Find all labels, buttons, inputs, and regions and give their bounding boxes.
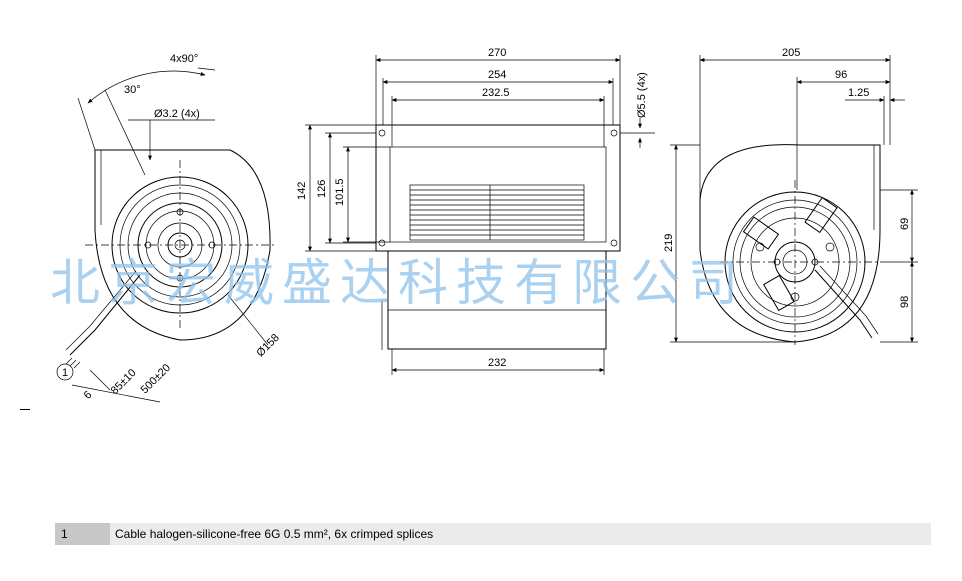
width-205-label: 205 (782, 47, 800, 59)
hole-diameter-label: Ø3.2 (4x) (154, 108, 200, 120)
width-96-label: 96 (835, 69, 847, 81)
width-270-label: 270 (488, 47, 506, 59)
height-219-label: 219 (663, 234, 675, 252)
width-254-label: 254 (488, 69, 506, 81)
angle-30-label: 30° (124, 84, 141, 96)
watermark-text: 北京宏威盛达科技有限公司 (50, 254, 746, 312)
height-142-label: 142 (296, 182, 308, 200)
height-69-label: 69 (899, 218, 911, 230)
diameter-158-label: Ø158 (254, 332, 282, 360)
cable-length-85-label: 85±10 (109, 367, 139, 397)
legend-number: 1 (55, 523, 110, 545)
height-101-5-label: 101.5 (334, 178, 346, 206)
callout-1: 1 (62, 367, 68, 379)
height-98-label: 98 (899, 296, 911, 308)
slot-diameter-label: Ø5.5 (4x) (636, 72, 648, 118)
legend-text: Cable halogen-silicone-free 6G 0.5 mm², … (115, 527, 434, 541)
left-side-view: 4x90° 30° Ø3.2 (4x) Ø158 1 6 85±10 500±2… (56, 53, 282, 403)
width-232-5-label: 232.5 (482, 87, 510, 99)
cable-length-500-label: 500±20 (139, 362, 173, 396)
angle-4x90-label: 4x90° (170, 53, 198, 65)
right-side-view: 205 96 1.25 219 69 98 (663, 47, 918, 345)
impeller-blades (409, 184, 585, 241)
height-126-label: 126 (316, 180, 328, 198)
cable-length-6-label: 6 (82, 389, 95, 402)
margin-mark (20, 409, 30, 410)
technical-drawing: 4x90° 30° Ø3.2 (4x) Ø158 1 6 85±10 500±2… (50, 47, 918, 403)
legend-row: 1 Cable halogen-silicone-free 6G 0.5 mm²… (55, 523, 931, 545)
front-view: 270 254 232.5 Ø5.5 (4x) 142 126 101.5 23… (296, 47, 655, 375)
offset-1-25-label: 1.25 (848, 87, 869, 99)
width-232-label: 232 (488, 357, 506, 369)
